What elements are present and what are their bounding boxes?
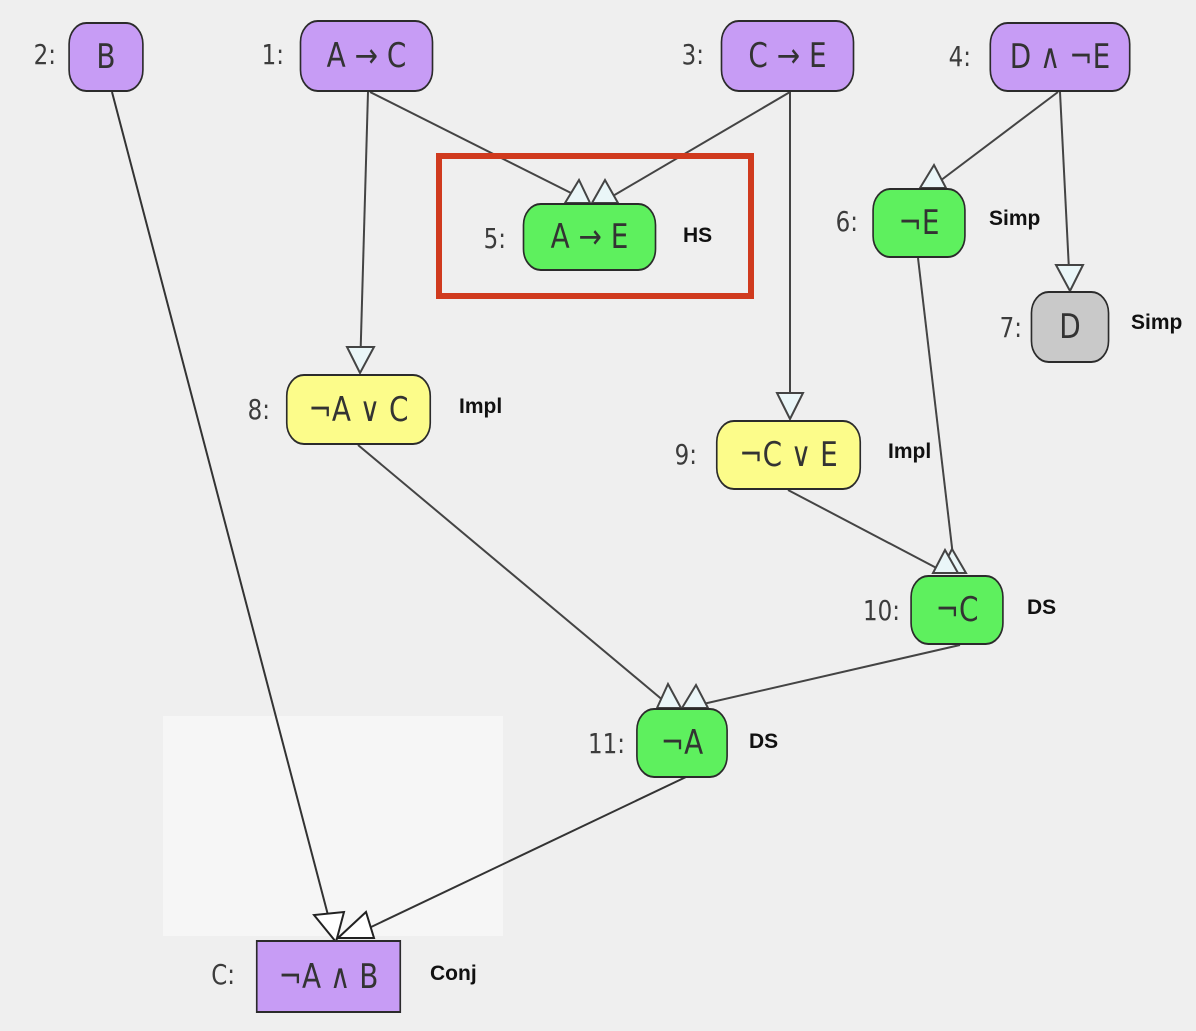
arrowhead-4-7 [1054,264,1085,294]
node-10-formula: ¬C [935,590,979,630]
edge-2-c [111,91,335,939]
node-7-rule: Simp [1131,311,1183,334]
edge-9-10 [787,489,947,574]
edge-6-10 [917,257,956,574]
arrowhead-11-c [335,910,376,939]
highlight-box [436,153,754,299]
node-9-rule: Impl [888,440,932,463]
node-8-formula: ¬A ∨ C [308,389,409,430]
node-4[interactable]: D ∧ ¬E [989,22,1131,92]
node-3-number: 3: [681,38,704,71]
arrowhead-3-9 [775,392,805,422]
edge-4-6 [931,91,1059,188]
node-1[interactable]: A → C [299,20,434,92]
node-8[interactable]: ¬A ∨ C [285,374,432,445]
node-2-number: 2: [33,38,56,71]
node-6-rule: Simp [989,207,1041,230]
node-4-formula: D ∧ ¬E [1009,37,1111,77]
node-6-number: 6: [835,205,858,238]
arrowhead-1-8 [345,346,376,376]
node-5[interactable]: A → E [522,203,657,271]
edge-10-11 [689,644,961,708]
conclusion-number: C: [211,958,235,991]
arrowhead-9-10 [931,547,960,574]
node-5-rule: HS [683,224,713,247]
arrowhead-4-6 [918,162,948,189]
conclusion-rule: Conj [430,962,477,985]
node-9-number: 9: [674,438,697,471]
node-2-formula: B [96,37,116,77]
conclusion-node[interactable]: ¬A ∧ B [255,940,402,1013]
node-10-number: 10: [863,594,900,627]
arrowhead-2-c [312,910,346,945]
node-10[interactable]: ¬C [910,575,1004,645]
node-11-rule: DS [749,730,779,753]
node-1-formula: A → C [326,36,407,76]
edge-11-c [347,776,687,939]
conclusion-formula: ¬A ∧ B [278,956,379,997]
node-3-formula: C → E [748,36,827,76]
node-11[interactable]: ¬A [636,708,728,778]
node-10-rule: DS [1027,596,1057,619]
node-3[interactable]: C → E [720,20,855,92]
node-5-formula: A → E [550,217,629,257]
edge-1-5 [369,91,586,201]
arrowhead-8-11 [655,681,683,709]
node-4-number: 4: [948,40,971,73]
node-2[interactable]: B [68,22,144,92]
node-9-formula: ¬C ∨ E [739,435,838,475]
node-7-formula: D [1059,307,1081,347]
light-panel [163,716,503,936]
edge-4-7 [1059,91,1071,291]
edge-8-11 [357,444,672,708]
node-6-formula: ¬E [898,203,940,243]
arrowhead-10-11 [680,682,710,709]
node-7[interactable]: D [1030,291,1110,363]
node-9[interactable]: ¬C ∨ E [715,420,862,490]
node-7-number: 7: [999,311,1022,344]
node-6[interactable]: ¬E [872,188,966,258]
node-8-rule: Impl [459,395,503,418]
edge-1-8 [359,91,369,373]
edge-3-5 [605,91,791,201]
node-5-number: 5: [483,222,506,255]
node-11-number: 11: [588,727,625,760]
node-11-formula: ¬A [660,723,704,763]
node-8-number: 8: [247,393,270,426]
node-1-number: 1: [261,38,284,71]
